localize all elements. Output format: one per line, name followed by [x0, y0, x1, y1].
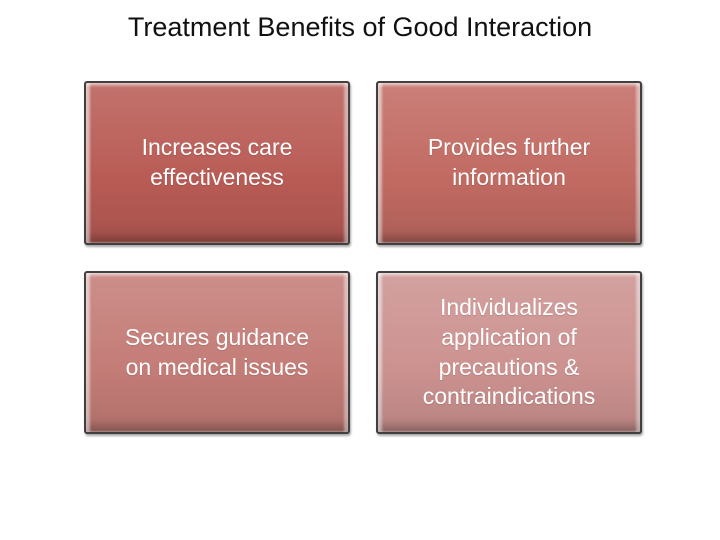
box-label-provides-further-information: Provides further information — [427, 134, 591, 190]
box-label-increases-care-effectiveness: Increases care effectiveness — [141, 134, 293, 190]
box-label-individualizes-application: Individualizes application of precaution… — [422, 293, 596, 410]
slide-title: Treatment Benefits of Good Interaction — [127, 12, 593, 42]
box-secures-guidance-on-medical-issues: Secures guidance on medical issues — [84, 271, 350, 434]
box-label-secures-guidance-on-medical-issues: Secures guidance on medical issues — [124, 323, 310, 380]
smartart-grid: Increases care effectiveness Provides fu… — [84, 81, 642, 434]
box-individualizes-application: Individualizes application of precaution… — [376, 271, 642, 434]
box-provides-further-information: Provides further information — [376, 81, 642, 245]
box-increases-care-effectiveness: Increases care effectiveness — [84, 81, 350, 245]
